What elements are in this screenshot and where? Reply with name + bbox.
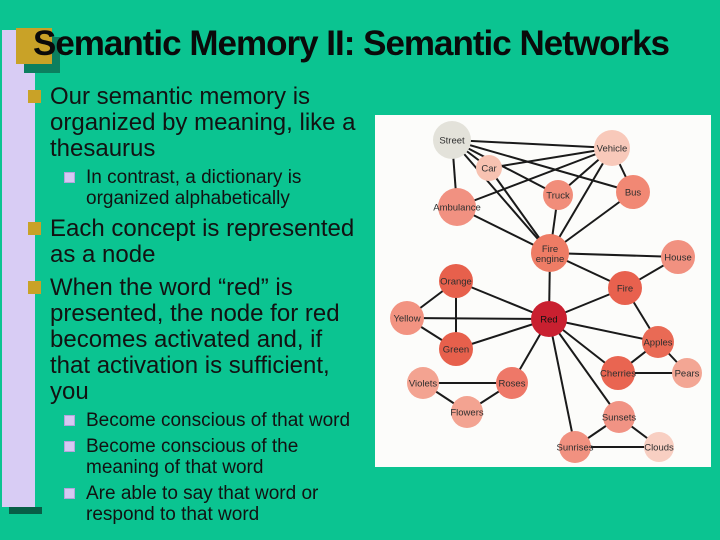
node-bus [616, 175, 650, 209]
node-label-vehicle: Vehicle [597, 144, 628, 155]
edge-street-bus [451, 139, 634, 193]
node-label-roses: Roses [499, 379, 526, 390]
node-street [433, 121, 471, 159]
node-pears [672, 358, 702, 388]
node-orange [439, 264, 473, 298]
edge-street-fireengine [451, 139, 551, 254]
node-label-pears: Pears [675, 369, 700, 380]
node-truck [543, 180, 573, 210]
node-label-truck: Truck [546, 191, 570, 202]
node-label-sunsets: Sunsets [602, 413, 637, 424]
node-apples [642, 326, 674, 358]
node-cherries [601, 356, 635, 390]
node-vehicle [594, 130, 630, 166]
node-label-cherries: Cherries [600, 369, 636, 380]
node-green [439, 332, 473, 366]
node-ambulance [438, 188, 476, 226]
left-accent-bar-shadow [9, 507, 42, 514]
slide-title: Semantic Memory II: Semantic Networks [33, 24, 670, 63]
lavender-bullet-marker-icon [64, 415, 75, 426]
node-label-apples: Apples [643, 338, 672, 349]
node-label-orange: Orange [440, 277, 472, 288]
edge-red-apples [548, 318, 659, 343]
edge-red-yellow [406, 317, 550, 320]
node-roses [496, 367, 528, 399]
edge-vehicle-fireengine [549, 147, 613, 254]
edge-red-sunrises [548, 318, 576, 448]
node-label-car: Car [481, 164, 496, 175]
node-label-street: Street [439, 136, 465, 147]
edge-vehicle-car [488, 147, 613, 169]
edge-red-sunsets [548, 318, 620, 418]
lavender-bullet-marker-icon [64, 441, 75, 452]
lavender-bullet-marker-icon [64, 488, 75, 499]
node-violets [407, 367, 439, 399]
node-label-clouds: Clouds [644, 443, 674, 454]
gold-bullet-marker-icon [28, 222, 41, 235]
node-label-violets: Violets [409, 379, 438, 390]
node-red [531, 301, 567, 337]
node-car [476, 155, 502, 181]
gold-bullet-marker-icon [28, 90, 41, 103]
bullet-text: Become conscious of that word [86, 410, 351, 431]
node-label-house: House [664, 253, 691, 264]
node-label-fire: Fire [617, 284, 633, 295]
node-house [661, 240, 695, 274]
lavender-bullet-marker-icon [64, 172, 75, 183]
node-label-yellow: Yellow [393, 314, 420, 325]
edge-street-vehicle [451, 139, 613, 149]
gold-bullet-marker-icon [28, 281, 41, 294]
node-fire [608, 271, 642, 305]
node-flowers [451, 396, 483, 428]
node-label-ambulance: Ambulance [433, 203, 481, 214]
node-clouds [644, 432, 674, 462]
edge-fireengine-house [549, 252, 679, 258]
title-square-decoration [16, 28, 52, 64]
node-sunrises [559, 431, 591, 463]
node-label-red: Red [540, 315, 557, 326]
left-accent-bar [2, 30, 35, 507]
node-label-bus: Bus [625, 188, 642, 199]
edge-vehicle-ambulance [456, 147, 613, 208]
edge-street-truck [451, 139, 559, 196]
node-label-green: Green [443, 345, 469, 356]
node-label-flowers: Flowers [450, 408, 484, 419]
node-yellow [390, 301, 424, 335]
sub-bullet-item: Become conscious of that word [64, 410, 382, 431]
node-sunsets [603, 401, 635, 433]
node-label-sunrises: Sunrises [557, 443, 594, 454]
node-fireengine [531, 234, 569, 272]
